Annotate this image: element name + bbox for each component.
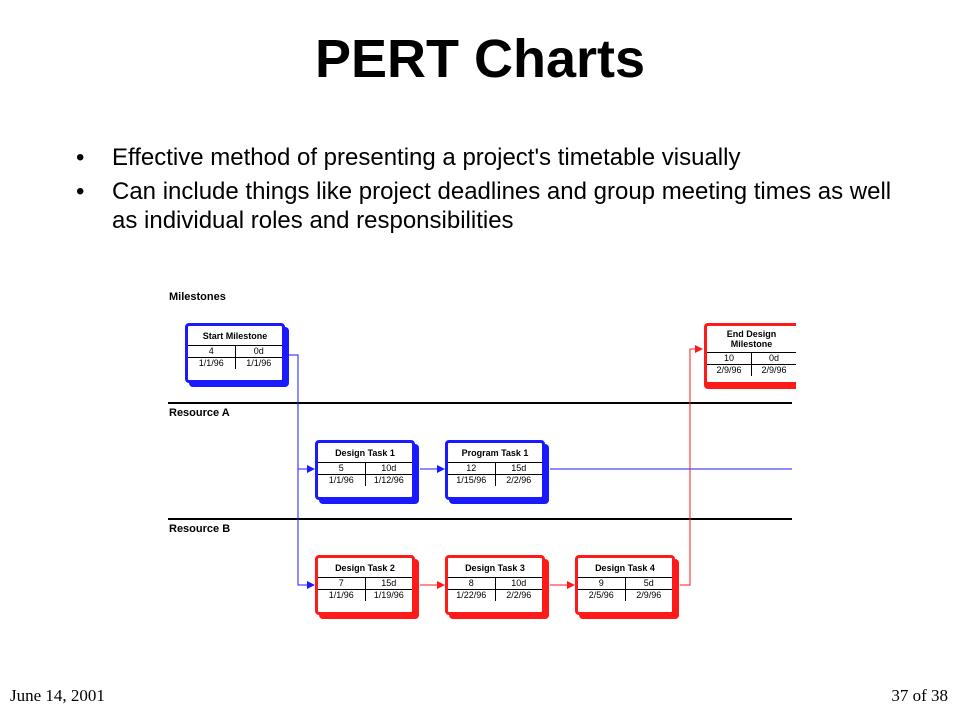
node-id: 10	[723, 353, 734, 363]
node-design-task-4[interactable]: Design Task 4 9 5d 2/5/96 2/9/96	[575, 555, 675, 615]
node-duration: 15d	[494, 463, 543, 474]
node-finish: 2/2/96	[494, 475, 543, 486]
node-row: 1/1/96 1/1/96	[188, 358, 282, 369]
node-finish: 2/9/96	[751, 365, 796, 376]
node-duration: 0d	[234, 346, 283, 357]
node-start: 1/22/96	[456, 590, 487, 600]
node-duration: 0d	[751, 353, 796, 364]
node-start-milestone[interactable]: Start Milestone 4 0d 1/1/96 1/1/96	[185, 323, 285, 383]
node-id: 5	[338, 463, 344, 473]
node-id: 9	[598, 578, 604, 588]
slide-title: PERT Charts	[314, 29, 646, 89]
node-start: 1/15/96	[456, 475, 487, 485]
bullet-item: • Effective method of presenting a proje…	[76, 143, 906, 172]
pert-diagram: Milestones Resource A Resource B Start M…	[160, 285, 800, 625]
node-start: 2/5/96	[588, 590, 614, 600]
node-program-task-1[interactable]: Program Task 1 12 15d 1/15/96 2/2/96	[445, 440, 545, 500]
node-row: 2/5/96 2/9/96	[578, 590, 672, 601]
node-name: Design Task 1	[318, 443, 412, 463]
lane-divider	[168, 402, 792, 404]
node-row: 7 15d	[318, 578, 412, 590]
node-start: 1/1/96	[198, 358, 224, 368]
node-id: 7	[338, 578, 344, 588]
node-finish: 2/2/96	[494, 590, 543, 601]
node-row: 2/9/96 2/9/96	[707, 365, 796, 376]
node-name: Design Task 4	[578, 558, 672, 578]
node-row: 1/1/96 1/12/96	[318, 475, 412, 486]
node-row: 1/22/96 2/2/96	[448, 590, 542, 601]
link-start-to-design2	[297, 469, 315, 589]
node-id: 8	[468, 578, 474, 588]
node-row: 10 0d	[707, 353, 796, 365]
lane-label-resource-a: Resource A	[169, 407, 230, 419]
node-row: 4 0d	[188, 346, 282, 358]
lane-label-resource-b: Resource B	[169, 523, 231, 535]
node-start: 2/9/96	[716, 365, 742, 375]
link-start-to-design1	[288, 354, 315, 473]
node-row: 5 10d	[318, 463, 412, 475]
node-design-task-2[interactable]: Design Task 2 7 15d 1/1/96 1/19/96	[315, 555, 415, 615]
node-name: Program Task 1	[448, 443, 542, 463]
link-design4-to-end	[680, 345, 703, 586]
node-row: 1/15/96 2/2/96	[448, 475, 542, 486]
node-duration: 10d	[364, 463, 413, 474]
bullet-text: Effective method of presenting a project…	[112, 144, 741, 171]
node-finish: 1/1/96	[234, 358, 283, 369]
bullet-list: • Effective method of presenting a proje…	[76, 143, 906, 240]
lane-divider	[168, 518, 792, 520]
node-end-design-milestone[interactable]: End Design Milestone 10 0d 2/9/96 2/9/96	[704, 323, 796, 385]
node-name: Start Milestone	[188, 326, 282, 346]
node-name: End Design Milestone	[707, 326, 796, 353]
node-design-task-1[interactable]: Design Task 1 5 10d 1/1/96 1/12/96	[315, 440, 415, 500]
node-row: 1/1/96 1/19/96	[318, 590, 412, 601]
node-id: 4	[208, 346, 214, 356]
footer-page-number: 37 of 38	[891, 686, 948, 705]
node-finish: 2/9/96	[624, 590, 673, 601]
node-row: 12 15d	[448, 463, 542, 475]
node-name: Design Task 2	[318, 558, 412, 578]
bullet-item: • Can include things like project deadli…	[76, 177, 906, 235]
bullet-text: Can include things like project deadline…	[112, 178, 892, 234]
node-design-task-3[interactable]: Design Task 3 8 10d 1/22/96 2/2/96	[445, 555, 545, 615]
node-start: 1/1/96	[328, 590, 354, 600]
connector-lines	[288, 345, 792, 589]
node-id: 12	[466, 463, 477, 473]
node-name: Design Task 3	[448, 558, 542, 578]
node-start: 1/1/96	[328, 475, 354, 485]
node-duration: 15d	[364, 578, 413, 589]
node-row: 9 5d	[578, 578, 672, 590]
node-duration: 5d	[624, 578, 673, 589]
footer-date: June 14, 2001	[10, 686, 105, 705]
node-finish: 1/12/96	[364, 475, 413, 486]
bullet-symbol: •	[76, 144, 85, 171]
node-duration: 10d	[494, 578, 543, 589]
lane-label-milestones: Milestones	[169, 291, 226, 303]
node-finish: 1/19/96	[364, 590, 413, 601]
node-row: 8 10d	[448, 578, 542, 590]
bullet-symbol: •	[76, 178, 85, 205]
